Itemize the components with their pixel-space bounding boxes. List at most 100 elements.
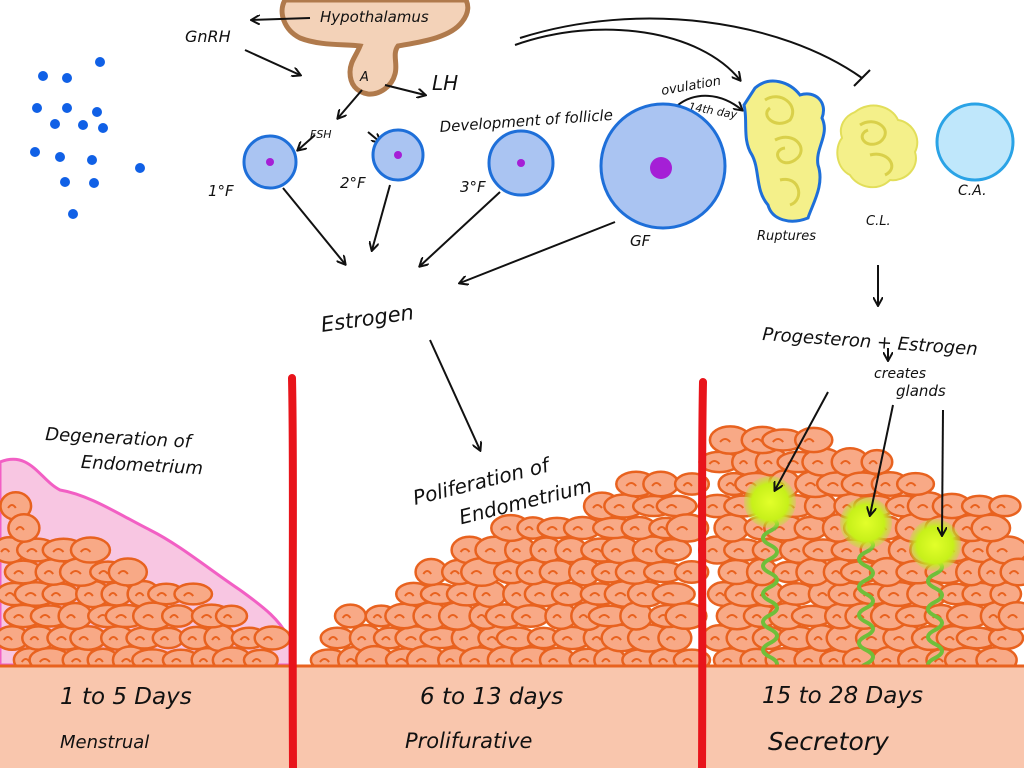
cell-fold bbox=[787, 636, 799, 641]
cell-fold bbox=[328, 636, 339, 641]
cell-fold bbox=[578, 614, 589, 619]
cell-fold bbox=[726, 570, 737, 575]
cell-fold bbox=[812, 548, 824, 553]
cell-fold bbox=[786, 592, 798, 597]
tertiary-follicle bbox=[487, 129, 555, 197]
cell-fold bbox=[969, 504, 981, 509]
1f-to-estrogen-arrow bbox=[282, 187, 345, 264]
cell-fold bbox=[997, 592, 1007, 597]
cell bbox=[895, 471, 936, 497]
gf-to-estrogen-arrow bbox=[460, 221, 616, 283]
corpus-luteum bbox=[836, 104, 919, 189]
cell-fold bbox=[458, 636, 469, 641]
cell-fold bbox=[38, 658, 51, 663]
cell-fold bbox=[445, 658, 455, 663]
corpus-albicans-label: C.A. bbox=[958, 183, 987, 199]
cell-fold bbox=[469, 658, 481, 663]
cell bbox=[510, 604, 551, 628]
cell-fold bbox=[917, 504, 929, 509]
cell-fold bbox=[511, 592, 522, 597]
cell-fold bbox=[636, 592, 648, 597]
cell-fold bbox=[733, 548, 745, 553]
cell-fold bbox=[772, 438, 784, 443]
dot bbox=[50, 119, 60, 129]
cell-fold bbox=[211, 636, 221, 641]
cell-fold bbox=[422, 570, 432, 575]
fsh-to-1f-arrow bbox=[298, 134, 316, 150]
cell-fold bbox=[653, 570, 665, 575]
cell-fold bbox=[996, 548, 1008, 553]
cell bbox=[41, 582, 80, 606]
gnrh-to-pituitary-arrow bbox=[244, 49, 300, 75]
cell-fold bbox=[752, 526, 764, 531]
dot bbox=[68, 209, 78, 219]
cell-fold bbox=[447, 614, 459, 619]
dot bbox=[30, 147, 40, 157]
cell-fold bbox=[501, 570, 513, 575]
cell-fold bbox=[641, 548, 654, 553]
cell-fold bbox=[456, 592, 468, 597]
cell-fold bbox=[996, 636, 1007, 641]
cell bbox=[988, 494, 1022, 518]
dot bbox=[32, 103, 42, 113]
cell-fold bbox=[813, 636, 823, 641]
cell-fold bbox=[763, 460, 773, 465]
cell-fold bbox=[651, 482, 662, 487]
cell-fold bbox=[735, 636, 748, 641]
cell-fold bbox=[364, 658, 376, 663]
cell bbox=[970, 513, 1012, 543]
cell-fold bbox=[421, 614, 432, 619]
pituitary-to-fsh-arrow bbox=[338, 89, 363, 118]
cell-fold bbox=[877, 570, 888, 575]
cell-fold bbox=[372, 614, 383, 619]
dot bbox=[92, 107, 102, 117]
cell-fold bbox=[637, 636, 650, 641]
lh-label: LH bbox=[432, 71, 458, 95]
cell-fold bbox=[481, 592, 491, 597]
cell-fold bbox=[801, 614, 813, 619]
estrogen-to-proliferation-arrow bbox=[429, 339, 480, 450]
cell-fold bbox=[722, 658, 733, 663]
corpus-albicans bbox=[935, 102, 1015, 182]
cell-fold bbox=[381, 636, 391, 641]
cell-fold bbox=[156, 592, 168, 597]
cell-fold bbox=[449, 570, 460, 575]
cell-fold bbox=[811, 504, 822, 509]
cell-fold bbox=[916, 592, 928, 597]
cell-fold bbox=[79, 548, 92, 553]
cell-fold bbox=[656, 526, 667, 531]
gnrh-arrow bbox=[252, 18, 311, 20]
lh-arrow-to-ovulation bbox=[514, 28, 740, 80]
cell-fold bbox=[108, 636, 119, 641]
scattered-dots bbox=[30, 57, 145, 219]
cell bbox=[107, 557, 149, 587]
cell-fold bbox=[69, 570, 82, 575]
cell-fold bbox=[121, 658, 132, 663]
cell-fold bbox=[631, 658, 643, 663]
cell-fold bbox=[962, 570, 973, 575]
cell-fold bbox=[505, 636, 518, 641]
cell-fold bbox=[907, 658, 919, 663]
hypothalamus-pituitary: Hypothalamus A bbox=[279, 0, 471, 97]
degeneration-note: Degeneration of Endometrium bbox=[43, 424, 204, 479]
cell-fold bbox=[547, 658, 559, 663]
cell-fold bbox=[429, 592, 441, 597]
cell-fold bbox=[404, 592, 415, 597]
creates-label: creates bbox=[874, 366, 926, 382]
cell-fold bbox=[715, 592, 725, 597]
cell-fold bbox=[141, 658, 154, 663]
cell-fold bbox=[1007, 614, 1018, 619]
cell bbox=[160, 604, 196, 628]
cell-fold bbox=[828, 658, 839, 663]
cell-fold bbox=[43, 570, 54, 575]
cell-fold bbox=[171, 658, 182, 663]
cell-fold bbox=[675, 614, 687, 619]
cell bbox=[651, 581, 696, 607]
cell-fold bbox=[602, 526, 615, 531]
cell-fold bbox=[187, 636, 198, 641]
divider-menstrual-proliferative bbox=[288, 374, 297, 768]
dot bbox=[62, 73, 72, 83]
cell-fold bbox=[572, 526, 584, 531]
cell-fold bbox=[559, 592, 570, 597]
cell-fold bbox=[200, 614, 213, 619]
